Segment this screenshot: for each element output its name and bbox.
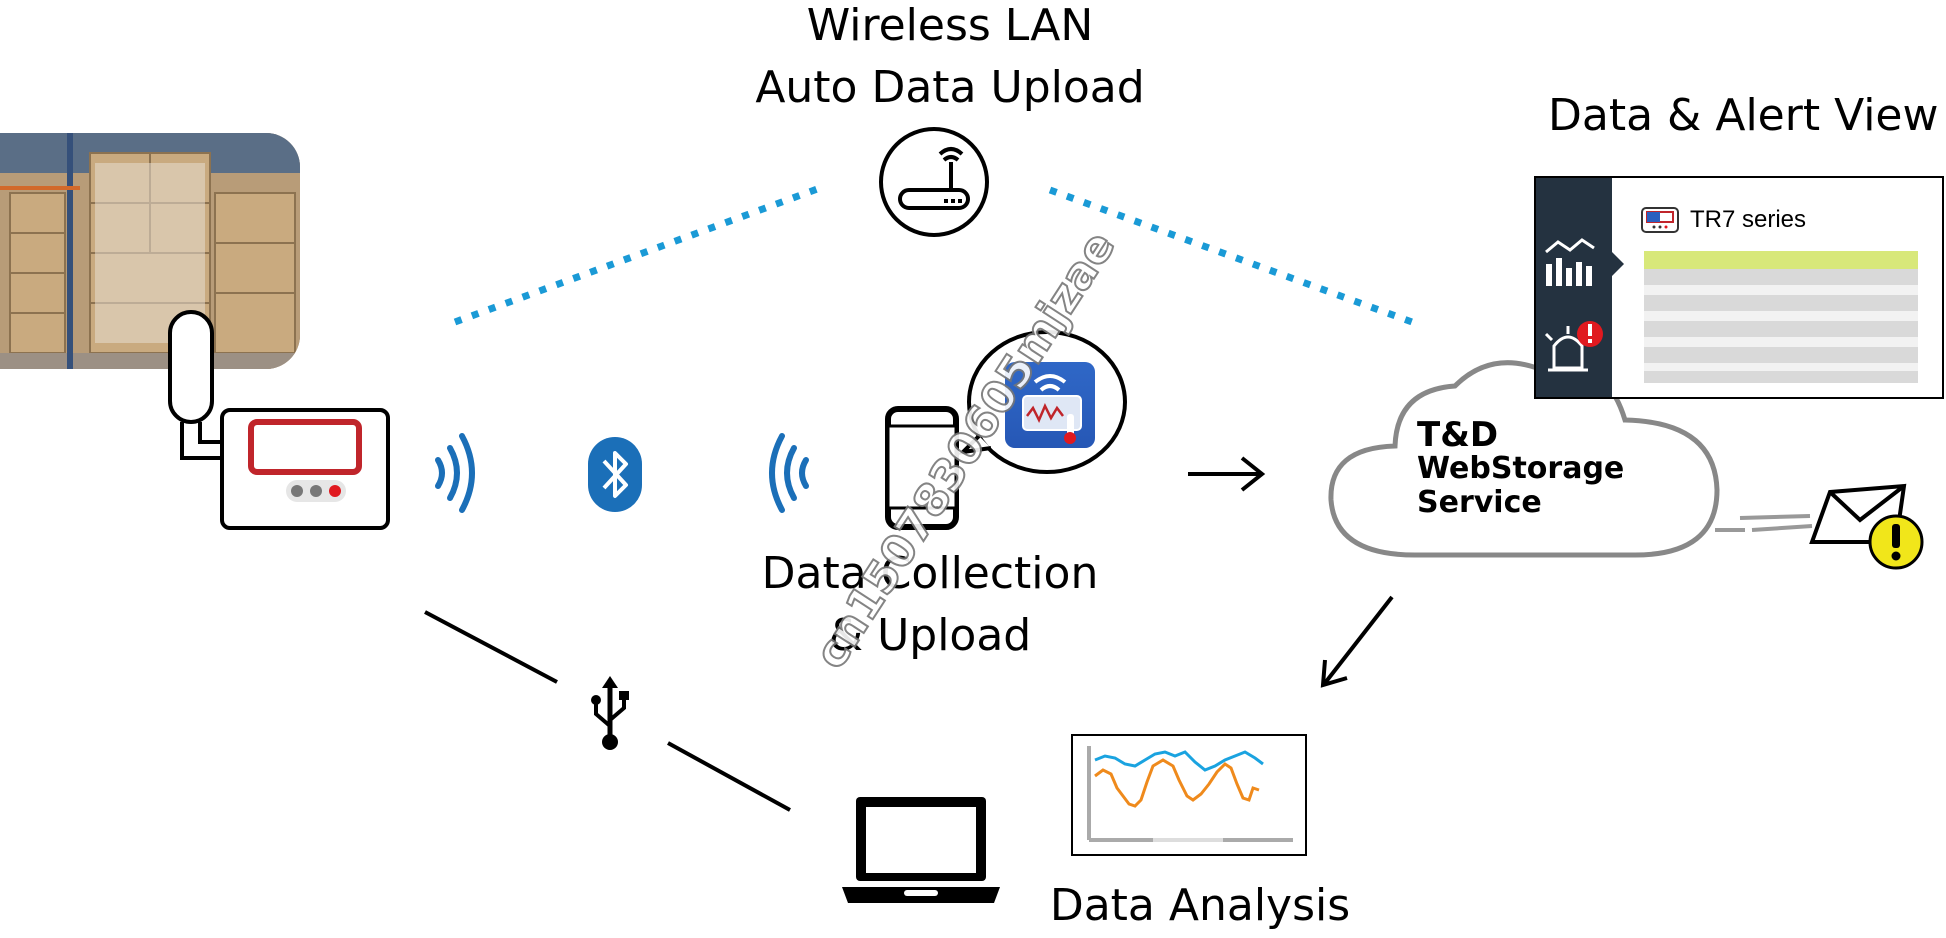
cloud-brand-line3: Service (1417, 485, 1542, 520)
panel-series-title: TR7 series (1690, 206, 1807, 233)
table-row (1644, 311, 1918, 321)
app-bubble (957, 330, 1127, 474)
signal-waves-right-icon (435, 433, 475, 513)
warehouse-photo (0, 133, 300, 369)
analysis-graph (1071, 734, 1307, 856)
bluetooth-icon (588, 437, 642, 512)
usb-icon (591, 676, 629, 750)
table-row (1644, 321, 1918, 337)
app-icon (1005, 362, 1095, 448)
cloud-brand-line2: WebStorage (1417, 451, 1625, 486)
wireless-label: Wireless LAN Auto Data Upload (700, 0, 1200, 114)
usb-link-upper (424, 610, 558, 684)
warehouse-boxes-illustration (0, 133, 300, 369)
data-view-panel: TR7 series (1534, 176, 1944, 399)
logger-mini-icon (1641, 207, 1679, 233)
table-row (1644, 347, 1918, 363)
mail-icon (1809, 483, 1924, 570)
logger-display (248, 419, 362, 475)
graph-icon (1545, 238, 1595, 286)
collection-label-line2: & Upload (828, 610, 1032, 661)
data-logger-device (168, 310, 390, 530)
laptop-icon (842, 797, 1000, 903)
table-row (1644, 371, 1918, 383)
alert-view-label: Data & Alert View (1548, 90, 1939, 141)
smartphone-icon (885, 406, 959, 530)
graph-orange-series (1094, 758, 1260, 808)
cloud-service-label: T&D WebStorage Service (1417, 418, 1624, 520)
table-row (1644, 269, 1918, 285)
table-row-highlight (1644, 251, 1918, 269)
cloud-service-shape (1328, 360, 1720, 558)
wireless-link-left (453, 184, 822, 326)
cloud-brand-line1: T&D (1417, 415, 1499, 455)
collection-label: Data Collection & Upload (730, 548, 1130, 662)
signal-waves-left-icon (769, 433, 809, 513)
arrow-to-cloud (1188, 456, 1266, 492)
graph-blue-series (1094, 750, 1264, 772)
arrow-to-analysis (1320, 595, 1394, 688)
table-row (1644, 295, 1918, 311)
router-icon (879, 127, 989, 237)
panel-sidebar (1536, 178, 1624, 397)
wireless-label-line1: Wireless LAN (806, 0, 1094, 51)
table-row (1644, 337, 1918, 347)
analysis-label: Data Analysis (1049, 880, 1351, 931)
panel-header: TR7 series (1640, 206, 1806, 234)
usb-link-lower (667, 741, 791, 812)
collection-label-line1: Data Collection (761, 548, 1099, 599)
table-row (1644, 363, 1918, 371)
wireless-label-line2: Auto Data Upload (755, 62, 1145, 113)
logger-probe (168, 310, 214, 424)
email-trail (1715, 514, 1813, 532)
warning-icon (1868, 514, 1924, 570)
table-row (1644, 285, 1918, 295)
alarm-icon (1544, 321, 1603, 372)
panel-table (1644, 251, 1918, 383)
